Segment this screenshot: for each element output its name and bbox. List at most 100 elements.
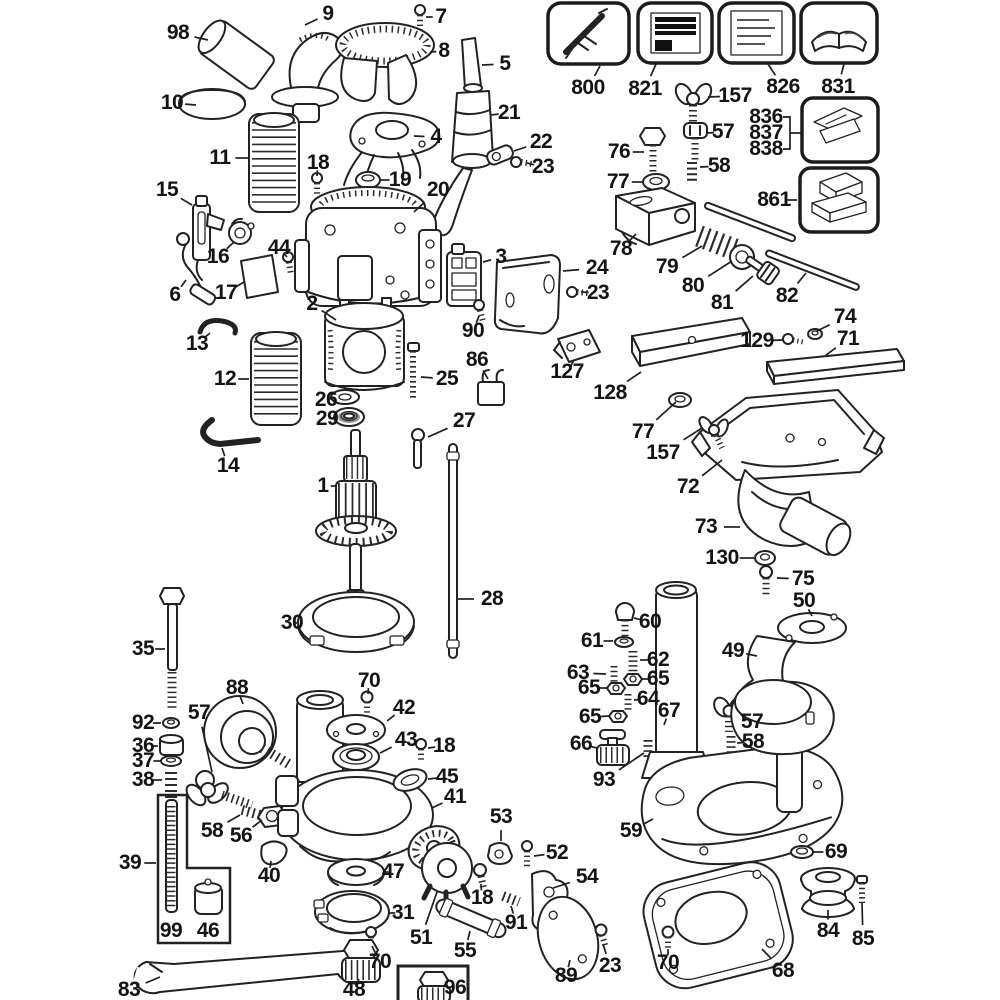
part-68-sub-base-plate [642, 861, 794, 990]
part-70-screw-top [360, 690, 374, 716]
part-71-bar [766, 348, 905, 385]
part-31-clamp-ring [313, 890, 390, 935]
part-88-depth-knob [203, 695, 295, 771]
part-73-dust-shroud [737, 469, 852, 557]
part-99-threaded-rod [165, 799, 178, 913]
part-53-lever [487, 842, 513, 865]
leader-lines [144, 16, 864, 989]
part-77-washer-top [642, 173, 670, 191]
part-44-screw [282, 251, 294, 276]
part-48-collet-nut [341, 939, 381, 983]
part-18-screw-bottom [473, 863, 488, 891]
part-157-wingbolt-low [698, 416, 729, 450]
part-85-screw [856, 875, 868, 903]
part-55-shaft [435, 897, 507, 939]
part-8-motor-cap [335, 22, 435, 105]
part-1-armature [315, 429, 397, 602]
part-130-nut [754, 550, 776, 566]
edge-guide-accessory-icon [813, 107, 863, 144]
part-5-21-cord-protector [431, 37, 494, 237]
part-57-wing-knob-mid [185, 770, 254, 810]
part-23-screw-top [510, 156, 533, 168]
part-157-wingnut-top [674, 82, 713, 122]
instruction-manual-book-icon [811, 30, 867, 52]
part-69-ring [790, 845, 814, 859]
part-78-clamp-block [615, 187, 696, 246]
part-70-screw-mid [365, 926, 377, 950]
part-18-screw-mid [415, 738, 427, 762]
part-75-screw [759, 565, 773, 596]
part-16-knob-small [228, 217, 255, 245]
part-14-wire-clip [200, 417, 261, 448]
part-74-nut [807, 328, 823, 340]
part-17-label-sheet [240, 254, 279, 299]
part-127-bracket [552, 329, 601, 363]
part-91-spring [501, 891, 521, 907]
part-15-lever [192, 195, 225, 281]
part-70-screw-right [661, 925, 675, 950]
part-24-switch-cover [493, 254, 561, 335]
part-51-spindle-flange [421, 842, 473, 907]
part-6-wire-terminal [176, 232, 217, 306]
part-7-screw [414, 4, 426, 30]
part-45-gasket [392, 768, 428, 792]
part-90-screw [473, 299, 486, 323]
part-43-bearing [332, 743, 380, 771]
part-12-hose [250, 331, 302, 426]
part-80-nut-round [729, 244, 755, 270]
part-36-nut-cyl [159, 734, 184, 756]
part-98-tube [197, 19, 275, 90]
part-47-washer-plate [327, 858, 385, 886]
part-41-base-housing [275, 690, 461, 871]
part-52-screw [521, 840, 533, 868]
kit-box-821 [636, 1, 714, 65]
part-9-elbow [271, 32, 344, 123]
part-46-dust-spout [194, 878, 223, 915]
group-box-96 [396, 964, 470, 1000]
nameplate-label-icon [650, 12, 701, 54]
kit-box-case-icon [811, 172, 867, 223]
part-72-fence-casting [691, 389, 885, 481]
part-3-switch [446, 243, 482, 307]
part-65-nut-a [623, 673, 643, 686]
part-42-plate [326, 714, 386, 746]
part-22-cord-clamp [486, 144, 514, 166]
part-10-cap [178, 88, 246, 120]
kit-box-800 [546, 1, 631, 66]
part-4-handle-bracket [343, 111, 441, 189]
part-60-thumb-screw [615, 602, 635, 636]
part-13-wire-clip [197, 318, 238, 336]
part-65-nut-c [608, 710, 628, 723]
part-19-grommet [355, 171, 381, 189]
group-box-39 [156, 793, 232, 945]
part-58-spring-mid [240, 805, 262, 820]
part-86-brush [477, 369, 505, 406]
kit-box-831 [799, 1, 879, 65]
part-57-knob-bolt-top [683, 122, 708, 160]
part-30-retainer-ring [297, 591, 415, 653]
part-26-washer [330, 389, 360, 405]
part-11-hose [248, 112, 300, 213]
part-129-screw [782, 333, 804, 345]
part-81-knob-screw [745, 255, 780, 286]
part-92-ring [162, 717, 180, 729]
part-28-rod [446, 443, 460, 659]
part-89-cover-plate [536, 895, 600, 981]
part-65-nut-b [606, 682, 626, 695]
part-83-wrench [133, 947, 377, 995]
part-61-washer [614, 636, 634, 648]
service-tool-icon [563, 8, 608, 59]
part-37-oring [160, 755, 182, 767]
part-84-spool [800, 867, 856, 919]
part-20-motor-housing [294, 186, 442, 307]
kit-box-861 [798, 166, 880, 234]
kit-box-836-838 [783, 96, 880, 164]
part-128-bracket [631, 317, 751, 367]
part-35-depth-rod [159, 587, 185, 710]
part-29-bearing [333, 407, 365, 427]
part-27-pin [411, 428, 425, 469]
wiring-diagram-sheet-icon [730, 10, 783, 56]
kit-box-826 [717, 1, 796, 65]
